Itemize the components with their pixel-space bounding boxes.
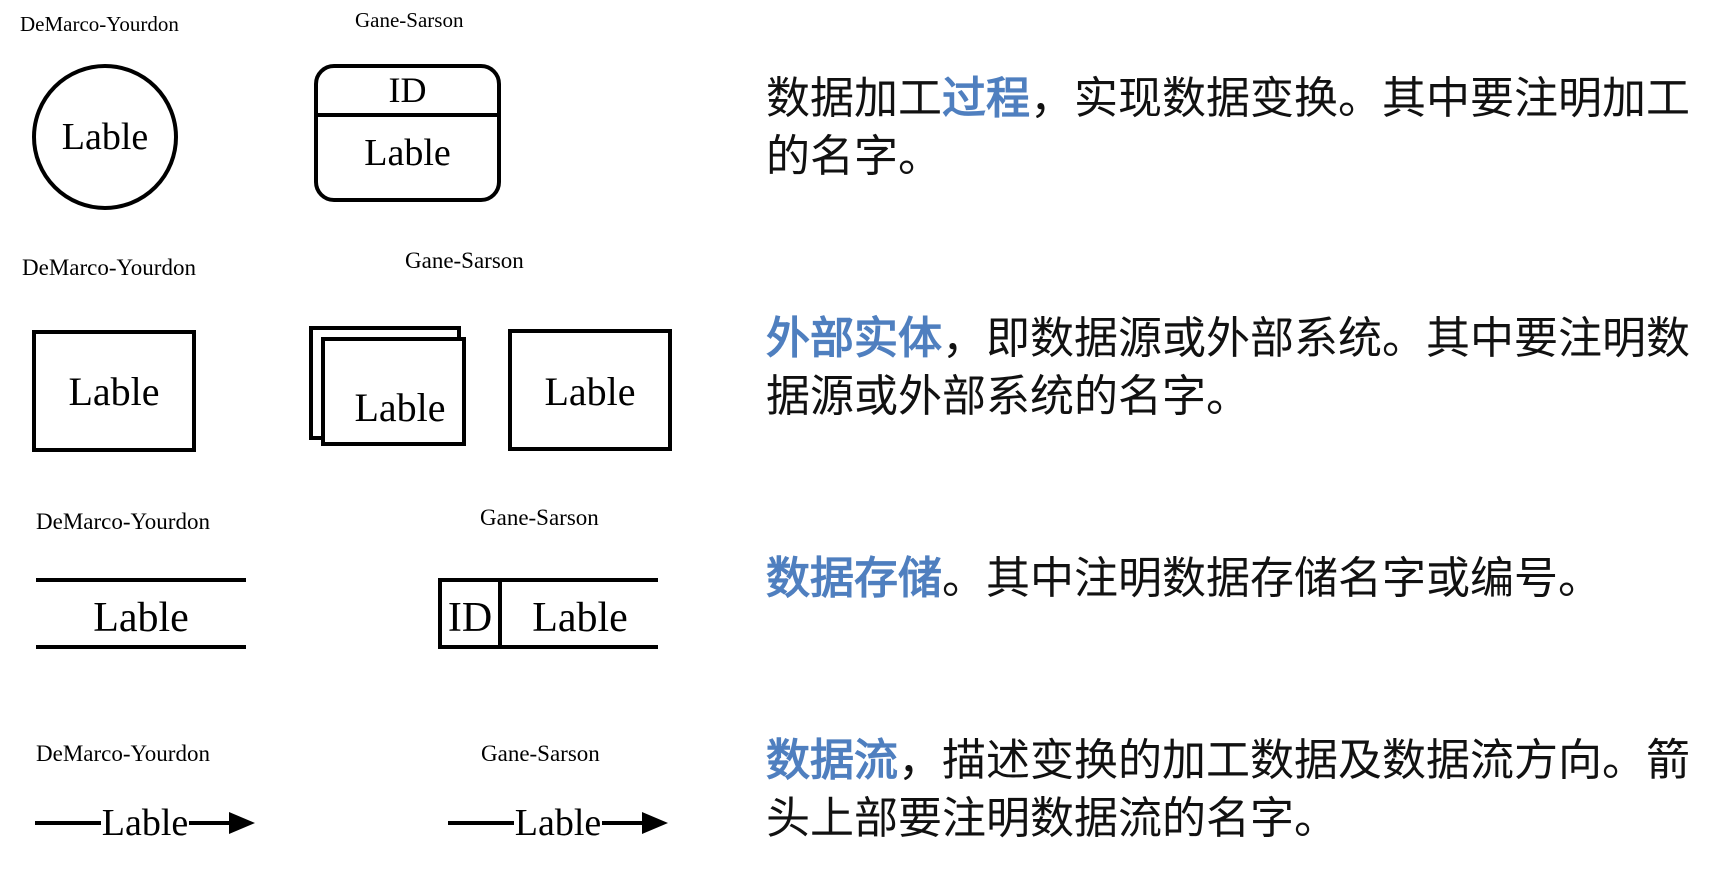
flow-desc-highlight: 数据流 <box>766 735 898 786</box>
store-gane-left-edge <box>438 578 442 649</box>
flow-gane-arrowhead <box>642 812 668 834</box>
store-demarco-label: Lable <box>93 595 189 641</box>
entity-description: 外部实体，即数据源或外部系统。其中要注明数据源或外部系统的名字。 <box>766 310 1726 426</box>
store-bottom-line <box>36 645 246 649</box>
entity-front-box <box>321 337 466 446</box>
caption-gane-entity: Gane-Sarson <box>405 248 524 273</box>
entity-double-box-label: Lable <box>354 385 446 430</box>
process-circle-label: Lable <box>61 116 149 158</box>
process-rounded-rect <box>314 64 501 202</box>
process-circle-shape <box>32 64 178 210</box>
entity-square-gane <box>508 329 672 451</box>
entity-desc-rest: ，即数据源或外部系统。其中要注明数据源或外部系统的名字。 <box>766 313 1690 422</box>
caption-demarco-store: DeMarco-Yourdon <box>36 509 210 534</box>
store-gane-bottom-line <box>438 645 658 649</box>
process-desc-prefix: 数据加工 <box>766 73 942 124</box>
process-desc-highlight: 过程 <box>942 73 1030 124</box>
caption-demarco-process: DeMarco-Yourdon <box>20 12 179 36</box>
store-gane-id: ID <box>447 595 493 641</box>
flow-gane-line-right <box>602 821 644 825</box>
process-desc-rest: ，实现数据变换。其中要注明加工的名字。 <box>766 73 1690 182</box>
store-gane-top-line <box>438 578 658 582</box>
store-desc-rest: 。其中注明数据存储名字或编号。 <box>942 553 1602 604</box>
store-description: 数据存储。其中注明数据存储名字或编号。 <box>766 550 1726 608</box>
entity-square-demarco <box>32 330 196 452</box>
process-id-divider <box>314 113 501 117</box>
caption-gane-store: Gane-Sarson <box>480 505 599 530</box>
store-gane-label: Lable <box>532 595 628 641</box>
store-gane-id-divider <box>498 578 502 649</box>
entity-square-gane-label: Lable <box>544 369 636 414</box>
flow-description: 数据流，描述变换的加工数据及数据流方向。箭头上部要注明数据流的名字。 <box>766 732 1726 848</box>
process-rect-label: Lable <box>364 132 451 174</box>
store-top-line <box>36 578 246 582</box>
flow-demarco-arrowhead <box>229 812 255 834</box>
flow-demarco-label: Lable <box>101 802 189 844</box>
flow-gane-label: Lable <box>514 802 602 844</box>
caption-gane-flow: Gane-Sarson <box>481 741 600 766</box>
flow-desc-rest: ，描述变换的加工数据及数据流方向。箭头上部要注明数据流的名字。 <box>766 735 1690 844</box>
caption-demarco-flow: DeMarco-Yourdon <box>36 741 210 766</box>
entity-desc-highlight: 外部实体 <box>766 313 942 364</box>
flow-gane-line-left <box>448 821 514 825</box>
process-id-label: ID <box>388 70 427 110</box>
caption-gane-process: Gane-Sarson <box>355 8 464 32</box>
entity-square-demarco-label: Lable <box>68 369 160 414</box>
caption-demarco-entity: DeMarco-Yourdon <box>22 255 196 280</box>
process-description: 数据加工过程，实现数据变换。其中要注明加工的名字。 <box>766 70 1726 186</box>
flow-demarco-line-left <box>35 821 101 825</box>
flow-demarco-line-right <box>189 821 231 825</box>
store-desc-highlight: 数据存储 <box>766 553 942 604</box>
